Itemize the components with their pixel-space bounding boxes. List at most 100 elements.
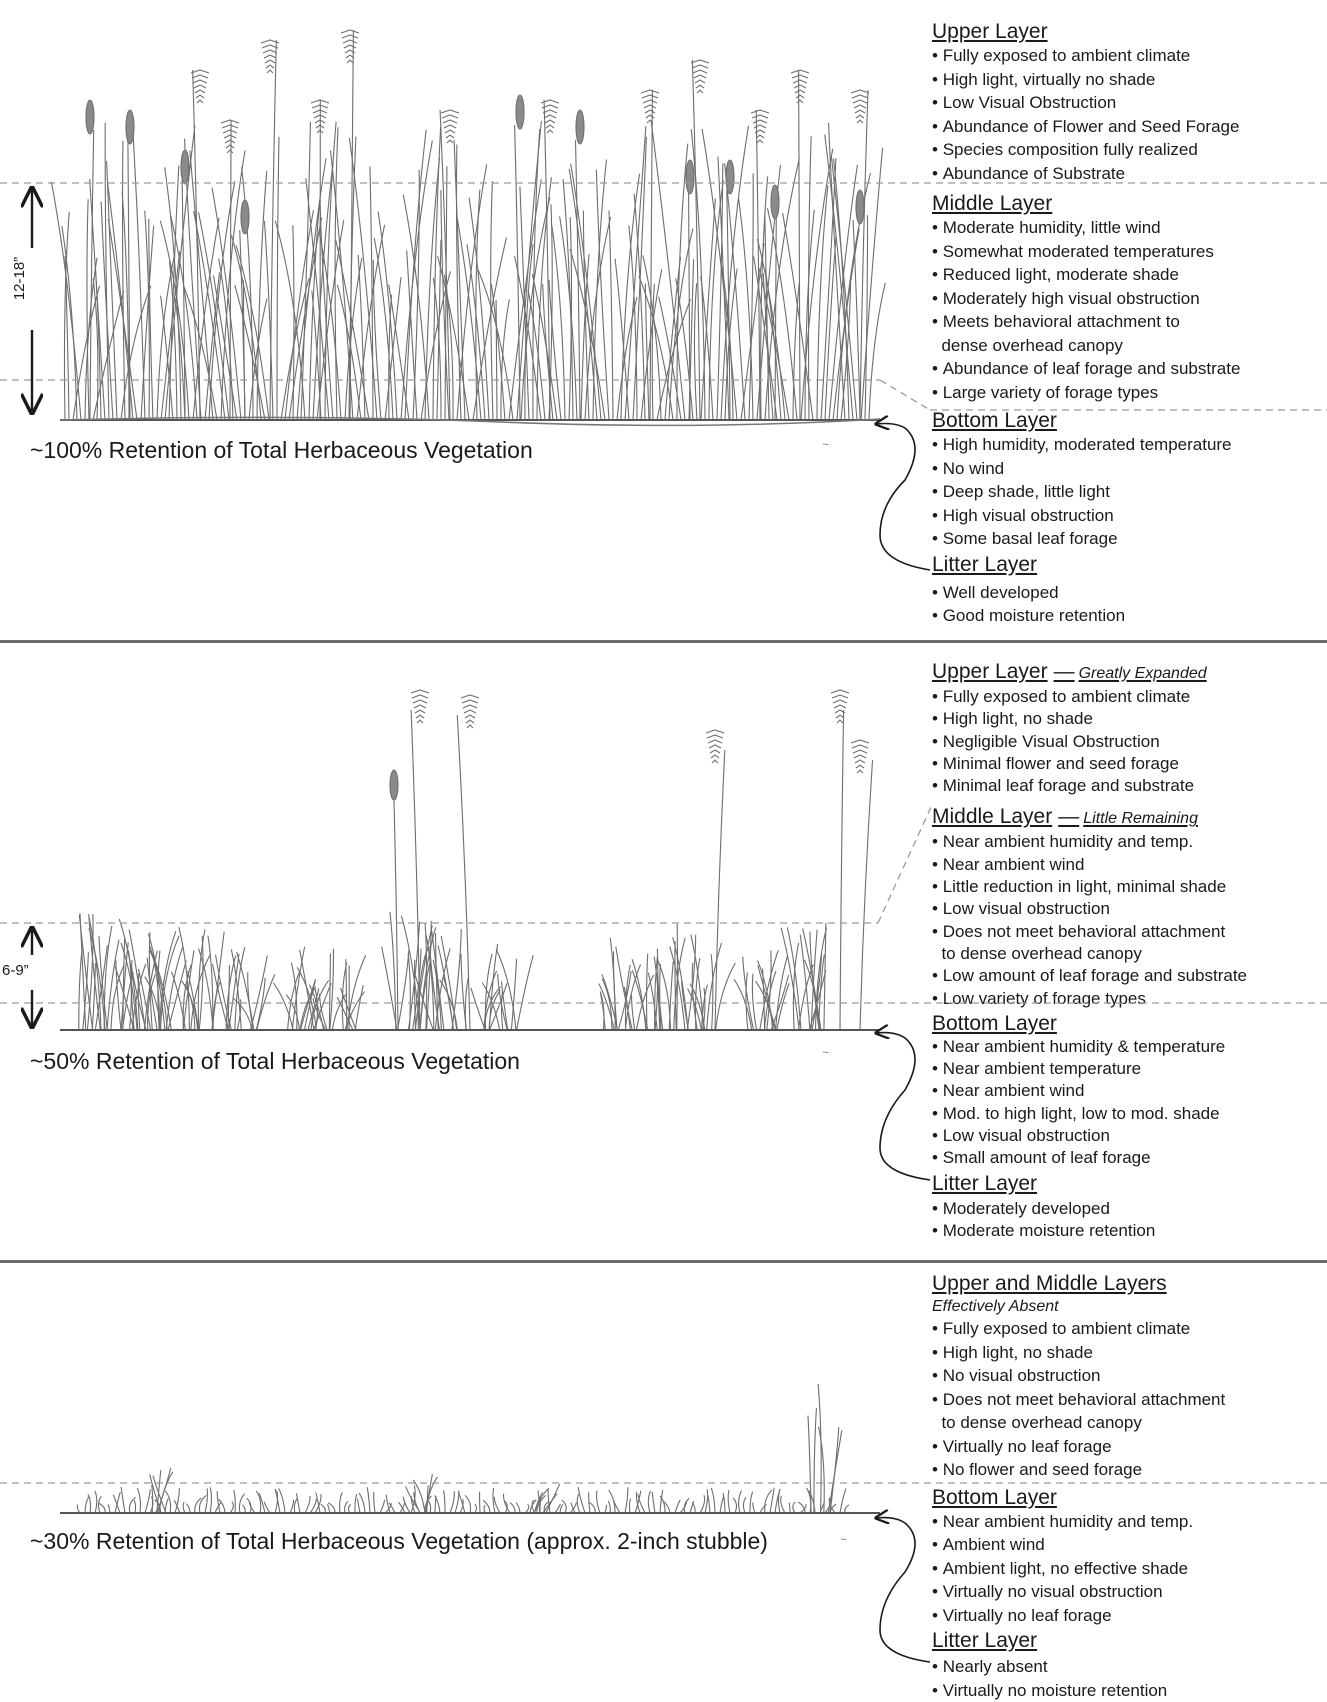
- list-item: Virtually no visual obstruction: [932, 1580, 1324, 1604]
- list-item: Ambient light, no effective shade: [932, 1557, 1324, 1581]
- list-item: Mod. to high light, low to mod. shade: [932, 1103, 1324, 1125]
- litter-layer-heading: Litter Layer: [932, 553, 1324, 577]
- list-item: No wind: [932, 457, 1324, 481]
- list-item: Virtually no moisture retention: [932, 1679, 1324, 1702]
- list-item: Near ambient wind: [932, 854, 1324, 876]
- layer-note: Effectively Absent: [932, 1296, 1324, 1317]
- list-item: Near ambient humidity and temp.: [932, 831, 1324, 853]
- upper-middle-layer-list: Fully exposed to ambient climate High li…: [932, 1317, 1324, 1482]
- layer-notes: Upper Layer Fully exposed to ambient cli…: [932, 18, 1324, 628]
- height-range-label: 6-9”: [2, 962, 29, 979]
- list-item: Minimal leaf forage and substrate: [932, 775, 1324, 797]
- upper-layer-section: Upper Layer Fully exposed to ambient cli…: [932, 20, 1324, 185]
- upper-layer-heading: Upper Layer—Greatly Expanded: [932, 660, 1324, 686]
- layer-notes: Upper and Middle Layers Effectively Abse…: [932, 1270, 1324, 1702]
- middle-layer-list: Near ambient humidity and temp. Near amb…: [932, 831, 1324, 1009]
- upper-layer-list: Fully exposed to ambient climate High li…: [932, 686, 1324, 797]
- list-item: Reduced light, moderate shade: [932, 263, 1324, 287]
- retention-caption: ~100% Retention of Total Herbaceous Vege…: [30, 437, 533, 464]
- litter-layer-list: Nearly absent Virtually no moisture rete…: [932, 1655, 1324, 1702]
- list-item: Negligible Visual Obstruction: [932, 731, 1324, 753]
- list-item: Small amount of leaf forage: [932, 1147, 1324, 1169]
- bottom-layer-list: Near ambient humidity and temp. Ambient …: [932, 1510, 1324, 1628]
- litter-layer-list: Well developed Good moisture retention: [932, 581, 1324, 628]
- list-item: High humidity, moderated temperature: [932, 433, 1324, 457]
- list-item: Fully exposed to ambient climate: [932, 686, 1324, 708]
- middle-layer-heading: Middle Layer: [932, 192, 1324, 216]
- bottom-layer-heading: Bottom Layer: [932, 1486, 1324, 1510]
- list-item: Fully exposed to ambient climate: [932, 1317, 1324, 1341]
- list-item: Near ambient humidity and temp.: [932, 1510, 1324, 1534]
- artist-signature: ~: [822, 440, 830, 450]
- middle-layer-list: Moderate humidity, little wind Somewhat …: [932, 216, 1324, 404]
- panel-50-percent: ~ ~50% Retention of Total Herbaceous Veg…: [0, 640, 1327, 1260]
- list-item: Near ambient wind: [932, 1080, 1324, 1102]
- list-item: Abundance of Flower and Seed Forage: [932, 115, 1324, 139]
- grass-illustration-stubble: ~: [0, 1260, 900, 1560]
- bottom-layer-heading: Bottom Layer: [932, 1012, 1324, 1036]
- list-item: Moderate humidity, little wind: [932, 216, 1324, 240]
- list-item: Low Visual Obstruction: [932, 91, 1324, 115]
- layer-note: Little Remaining: [1083, 810, 1198, 827]
- list-item: Low visual obstruction: [932, 898, 1324, 920]
- upper-middle-layer-heading: Upper and Middle Layers: [932, 1272, 1324, 1296]
- list-item: Low amount of leaf forage and substrate: [932, 965, 1324, 987]
- list-item: Low visual obstruction: [932, 1125, 1324, 1147]
- litter-layer-section: Litter Layer Moderately developed Modera…: [932, 1172, 1324, 1243]
- list-item: Abundance of leaf forage and substrate: [932, 357, 1324, 381]
- list-item: Moderately developed: [932, 1198, 1324, 1220]
- panel-100-percent: ~ ~100% Retention of Total Herbaceous Ve…: [0, 0, 1327, 640]
- list-item: Meets behavioral attachment to dense ove…: [932, 310, 1324, 357]
- upper-layer-heading: Upper Layer: [932, 20, 1324, 44]
- retention-caption: ~30% Retention of Total Herbaceous Veget…: [30, 1528, 768, 1555]
- bottom-layer-section: Bottom Layer Near ambient humidity & tem…: [932, 1012, 1324, 1170]
- list-item: Near ambient temperature: [932, 1058, 1324, 1080]
- list-item: Virtually no leaf forage: [932, 1435, 1324, 1459]
- artist-signature: ~: [822, 1048, 830, 1058]
- list-item: Well developed: [932, 581, 1324, 605]
- list-item: Nearly absent: [932, 1655, 1324, 1679]
- list-item: Ambient wind: [932, 1533, 1324, 1557]
- middle-layer-heading: Middle Layer—Little Remaining: [932, 805, 1324, 831]
- panel-30-percent: ~ ~30% Retention of Total Herbaceous Veg…: [0, 1260, 1327, 1701]
- bottom-layer-heading: Bottom Layer: [932, 409, 1324, 433]
- list-item: Does not meet behavioral attachment to d…: [932, 1388, 1324, 1435]
- list-item: No visual obstruction: [932, 1364, 1324, 1388]
- list-item: Abundance of Substrate: [932, 162, 1324, 186]
- list-item: Little reduction in light, minimal shade: [932, 876, 1324, 898]
- upper-layer-section: Upper Layer—Greatly Expanded Fully expos…: [932, 660, 1324, 797]
- list-item: Some basal leaf forage: [932, 527, 1324, 551]
- grass-illustration-full: ~: [0, 0, 900, 460]
- list-item: Minimal flower and seed forage: [932, 753, 1324, 775]
- list-item: Virtually no leaf forage: [932, 1604, 1324, 1628]
- list-item: High light, no shade: [932, 708, 1324, 730]
- bottom-layer-section: Bottom Layer Near ambient humidity and t…: [932, 1486, 1324, 1628]
- litter-layer-section: Litter Layer Well developed Good moistur…: [932, 553, 1324, 628]
- list-item: Good moisture retention: [932, 604, 1324, 628]
- list-item: Moderately high visual obstruction: [932, 287, 1324, 311]
- list-item: High light, no shade: [932, 1341, 1324, 1365]
- bottom-layer-list: Near ambient humidity & temperature Near…: [932, 1036, 1324, 1170]
- upper-middle-layer-section: Upper and Middle Layers Effectively Abse…: [932, 1272, 1324, 1482]
- list-item: Species composition fully realized: [932, 138, 1324, 162]
- list-item: Fully exposed to ambient climate: [932, 44, 1324, 68]
- artist-signature: ~: [840, 1535, 848, 1545]
- list-item: Deep shade, little light: [932, 480, 1324, 504]
- bottom-layer-list: High humidity, moderated temperature No …: [932, 433, 1324, 551]
- layer-notes: Upper Layer—Greatly Expanded Fully expos…: [932, 658, 1324, 1242]
- middle-layer-section: Middle Layer—Little Remaining Near ambie…: [932, 805, 1324, 1009]
- height-range-label: 12-18”: [11, 257, 28, 300]
- list-item: Large variety of forage types: [932, 381, 1324, 405]
- list-item: High visual obstruction: [932, 504, 1324, 528]
- bottom-layer-section: Bottom Layer High humidity, moderated te…: [932, 409, 1324, 551]
- litter-layer-section: Litter Layer Nearly absent Virtually no …: [932, 1629, 1324, 1702]
- layer-note: Greatly Expanded: [1079, 665, 1207, 682]
- litter-layer-list: Moderately developed Moderate moisture r…: [932, 1198, 1324, 1243]
- litter-layer-heading: Litter Layer: [932, 1629, 1324, 1653]
- upper-layer-list: Fully exposed to ambient climate High li…: [932, 44, 1324, 185]
- list-item: No flower and seed forage: [932, 1458, 1324, 1482]
- grass-illustration-half: ~: [0, 640, 900, 1080]
- list-item: High light, virtually no shade: [932, 68, 1324, 92]
- litter-layer-heading: Litter Layer: [932, 1172, 1324, 1196]
- middle-layer-section: Middle Layer Moderate humidity, little w…: [932, 192, 1324, 404]
